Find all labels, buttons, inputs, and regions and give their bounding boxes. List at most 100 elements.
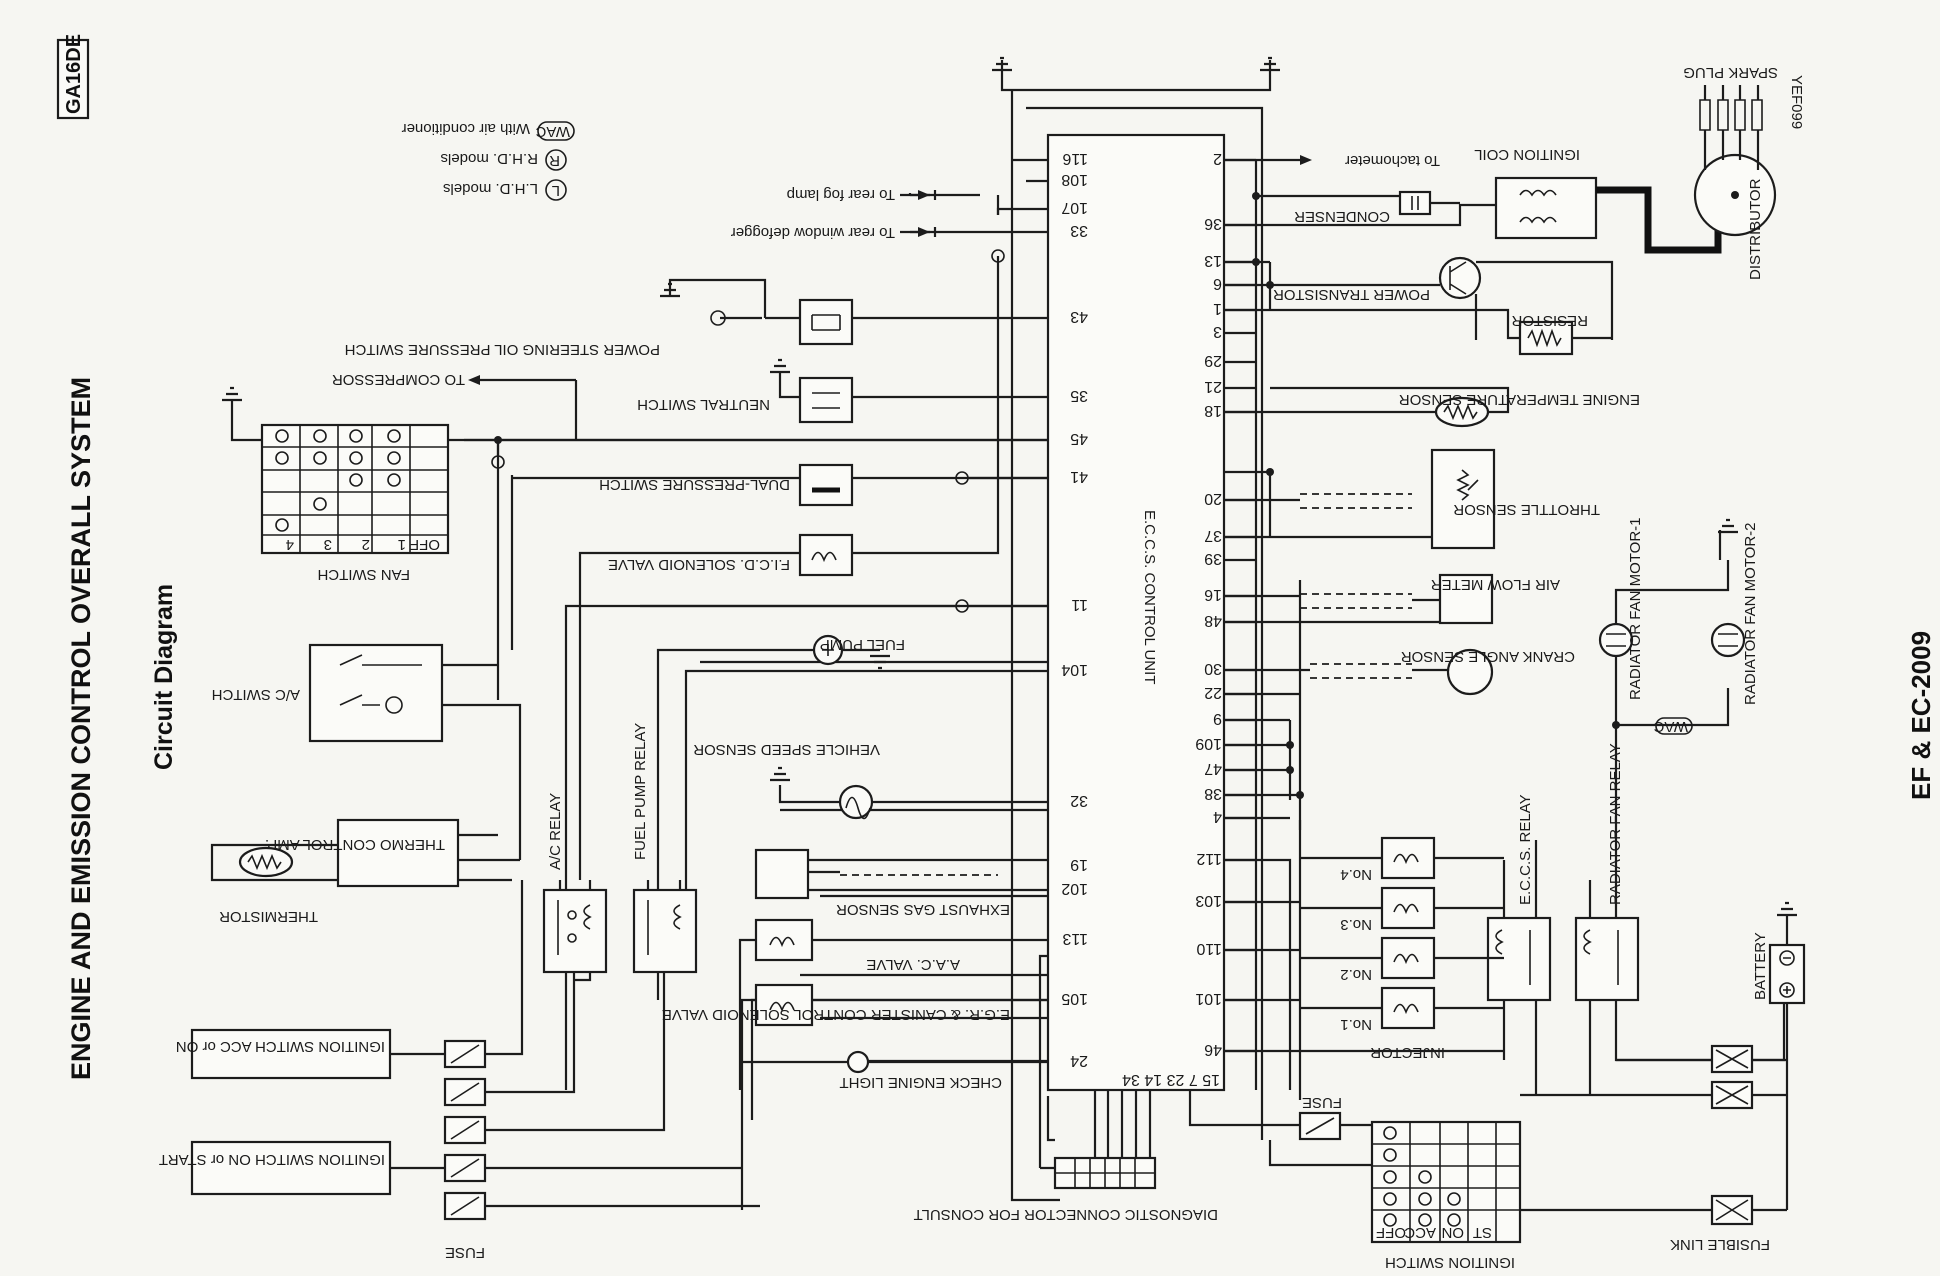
ac-relay-label: A/C RELAY <box>547 793 564 870</box>
to-compressor: TO COMPRESSOR <box>332 371 578 440</box>
fan-switch-position: 4 <box>286 536 294 553</box>
eccs-left-pin: 107 <box>1061 199 1088 216</box>
wac-tag: WAC <box>1653 718 1688 735</box>
eccs-relay-label: E.C.C.S. RELAY <box>1517 794 1534 905</box>
condenser-label: CONDENSER <box>1294 208 1390 225</box>
ps-switch-label: POWER STEERING OIL PRESSURE SWITCH <box>345 341 660 358</box>
exhaust-gas-sensor: EXHAUST GAS SENSOR <box>754 848 1048 918</box>
radiator-fan-2-label: RADIATOR FAN MOTOR-2 <box>1742 522 1759 705</box>
ignition-switch-label: IGNITION SWITCH <box>1385 1254 1515 1271</box>
injector-number: No.4 <box>1340 866 1372 883</box>
left-fuse-label: FUSE <box>445 1244 485 1261</box>
dual-pressure-label: DUAL-PRESSURE SWITCH <box>599 476 790 493</box>
eccs-bottom-pins: 15 7 23 14 34 <box>1122 1071 1220 1088</box>
eccs-left-pin: 11 <box>1071 596 1088 613</box>
throttle-label: THROTTLE SENSOR <box>1453 501 1600 518</box>
egr-canister-valve: E.G.R. & CANISTER CONTROL SOLENOID VALVE <box>662 983 1048 1120</box>
aac-valve: A.A.C. VALVE <box>738 918 1048 1090</box>
ignition-switch-position: ACC <box>1404 1224 1436 1241</box>
rear-fog-label: To rear fog lamp <box>787 186 895 203</box>
injector-number: No.1 <box>1340 1016 1372 1033</box>
ignition-acc-label: IGNITION SWITCH ACC or ON <box>176 1038 385 1055</box>
eccs-label: E.C.C.S. CONTROL UNIT <box>1141 510 1158 684</box>
thermistor-label: THERMISTOR <box>219 908 318 925</box>
wire-104 <box>684 669 1048 930</box>
tachometer-label: To tachometer <box>1345 152 1440 169</box>
power-transistor-label: POWER TRANSISTOR <box>1273 286 1430 303</box>
injector: No.4 <box>1300 836 1504 883</box>
right-bus-nodes <box>1252 192 1304 799</box>
diagnostic-connector: DIAGNOSTIC CONNECTOR FOR CONSULT <box>914 1090 1218 1223</box>
neutral-switch-label: NEUTRAL SWITCH <box>637 396 770 413</box>
eccs-left-pin: 102 <box>1061 880 1088 897</box>
aac-label: A.A.C. VALVE <box>866 956 960 973</box>
eccs-right-pin: 109 <box>1195 735 1222 752</box>
eccs-right-pin: 39 <box>1204 550 1222 567</box>
eccs-right-pin: 2 <box>1213 150 1222 167</box>
eccs-right-pin: 110 <box>1196 940 1222 957</box>
vehicle-speed-label: VEHICLE SPEED SENSOR <box>693 741 880 758</box>
injector-number: No.2 <box>1340 966 1372 983</box>
right-fuse-label: FUSE <box>1302 1094 1342 1111</box>
eccs-left-pin: 33 <box>1070 222 1088 239</box>
eccs-right-pin: 103 <box>1195 892 1222 909</box>
ignition-switch-position: ON <box>1442 1224 1465 1241</box>
eccs-left-pin: 113 <box>1062 930 1088 947</box>
fuse <box>443 1191 487 1221</box>
eccs-right-pin: 48 <box>1204 612 1222 629</box>
radiator-fan-relay: RADIATOR FAN RELAY <box>1574 725 1786 1095</box>
injector: No.3 <box>1300 886 1504 933</box>
eccs-right-pin: 20 <box>1204 490 1222 507</box>
fuse <box>443 1153 487 1183</box>
right-pin-wires <box>1224 718 1300 820</box>
power-steering-switch: POWER STEERING OIL PRESSURE SWITCH <box>345 278 862 358</box>
ignition-start-label: IGNITION SWITCH ON or START <box>159 1151 385 1168</box>
page-number: EF & EC-2009 <box>1906 631 1936 800</box>
eccs-left-pin: 104 <box>1061 661 1088 678</box>
eccs-left-pin: 19 <box>1070 856 1088 873</box>
ac-switch-label: A/C SWITCH <box>212 686 300 703</box>
egr-label: E.G.R. & CANISTER CONTROL SOLENOID VALVE <box>662 1006 1010 1023</box>
fan-switch-position: OFF <box>410 536 440 553</box>
eccs-right-pin: 30 <box>1204 660 1222 677</box>
eccs-right-pin: 29 <box>1204 352 1222 369</box>
legend-wac-text: With air conditioner <box>402 120 530 137</box>
legend-l-symbol: L <box>552 182 560 199</box>
fuel-pump: FUEL PUMP <box>564 599 1048 1090</box>
legend-r-symbol: R <box>549 152 560 169</box>
legend-r-text: R.H.D. models <box>440 150 538 167</box>
eccs-left-pin: 116 <box>1062 150 1088 167</box>
eccs-right-pin: 21 <box>1204 378 1222 395</box>
throttle-sensor: THROTTLE SENSOR <box>1224 448 1600 550</box>
rear-fog-defogger: To rear fog lamp To rear window defogger <box>731 186 1005 263</box>
compressor-label: TO COMPRESSOR <box>332 371 465 388</box>
ignition-switch-position: ST <box>1473 1224 1492 1241</box>
fuel-pump-relay-label: FUEL PUMP RELAY <box>632 723 649 860</box>
injector: No.1 <box>1300 986 1504 1033</box>
neutral-switch: NEUTRAL SWITCH <box>637 358 862 424</box>
crank-angle-label: CRANK ANGLE SENSOR <box>1401 648 1575 665</box>
eccs-right-pin: 38 <box>1204 785 1222 802</box>
resistor-label: RESISTOR <box>1511 312 1588 329</box>
eccs-left-pin: 24 <box>1070 1052 1088 1069</box>
eccs-right-pin: 101 <box>1195 990 1222 1007</box>
eccs-right-pin: 112 <box>1196 850 1222 867</box>
radiator-relay-label: RADIATOR FAN RELAY <box>1607 743 1624 905</box>
ignition-coil: IGNITION COIL SPARK PLUG DISTRIBUTOR CON… <box>1224 64 1778 280</box>
eccs-right-pin: 4 <box>1213 808 1222 825</box>
ac-relay: A/C RELAY <box>542 793 608 1000</box>
eccs-left-pin: 105 <box>1061 990 1088 1007</box>
eccs-right-pin: 18 <box>1204 402 1222 419</box>
fuse <box>443 1039 487 1069</box>
fan-switch-position: 2 <box>362 536 370 553</box>
page-subtitle: Circuit Diagram <box>150 584 178 770</box>
eccs-control-unit: E.C.C.S. CONTROL UNIT 15 7 23 14 34 116 1… <box>1046 133 1256 1092</box>
radiator-fan-1-label: RADIATOR FAN MOTOR-1 <box>1627 517 1644 700</box>
figure-code: YEF099 <box>1788 75 1805 129</box>
legend-l-text: L.H.D. models <box>443 180 538 197</box>
rear-window-label: To rear window defogger <box>731 224 895 241</box>
fusible-link-label: FUSIBLE LINK <box>1670 1236 1770 1253</box>
eccs-right-pin: 3 <box>1213 323 1222 340</box>
